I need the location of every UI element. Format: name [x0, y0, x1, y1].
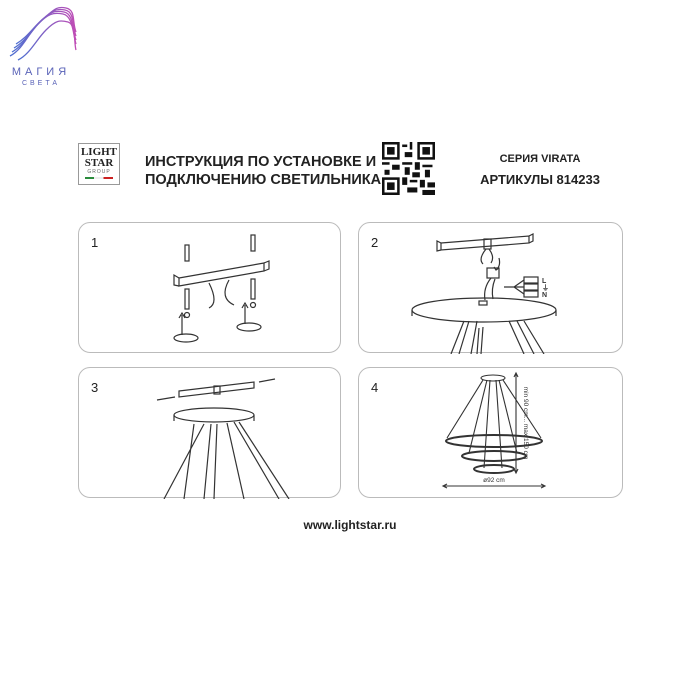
- title-line1: ИНСТРУКЦИЯ ПО УСТАНОВКЕ И: [145, 154, 377, 170]
- logo-line2: STAR: [84, 157, 114, 169]
- ceiling-mounting-illustration: [173, 234, 270, 343]
- brand-subtitle: СВЕТА: [21, 80, 61, 87]
- step-number: 3: [91, 380, 99, 395]
- title-line2: ПОДКЛЮЧЕНИЮ СВЕТИЛЬНИКА: [145, 172, 382, 188]
- step-2-panel: 2 L ⏚ N: [358, 222, 623, 354]
- step-number: 1: [91, 235, 99, 250]
- terminal-label-ground: ⏚: [542, 284, 549, 292]
- wiring-illustration: L ⏚ N: [411, 233, 557, 354]
- step-number: 4: [371, 380, 379, 395]
- logo-line1: LIGHT: [80, 146, 118, 158]
- fixture-mounting-illustration: [156, 378, 290, 499]
- lightstar-logo: LIGHT STAR GROUP: [78, 143, 120, 185]
- height-range-label: min 90 cm... max 150 cm: [522, 387, 529, 460]
- terminal-label-live: L: [542, 278, 547, 285]
- page-title: ИНСТРУКЦИЯ ПО УСТАНОВКЕ И ПОДКЛЮЧЕНИЮ СВ…: [145, 153, 381, 189]
- dimensions-illustration: min 90 cm... max 150 cm ø92 cm: [441, 371, 547, 489]
- article-number: АРТИКУЛЫ 814233: [480, 172, 600, 187]
- step-3-panel: 3: [78, 367, 341, 499]
- step-1-panel: 1: [78, 222, 341, 353]
- qr-code-icon[interactable]: [382, 142, 435, 195]
- magia-sveta-logo-icon: [9, 6, 77, 61]
- step-4-panel: 4 min 90 cm... max 150 cm ø92 cm: [358, 367, 623, 498]
- terminal-label-neutral: N: [542, 292, 547, 299]
- italian-flag-icon: [85, 177, 113, 179]
- brand-name: МАГИЯ: [11, 66, 71, 78]
- diameter-label: ø92 cm: [483, 477, 505, 484]
- step-number: 2: [371, 235, 379, 250]
- series-label: СЕРИЯ VIRATA: [499, 153, 581, 165]
- website-link[interactable]: www.lightstar.ru: [303, 518, 397, 532]
- logo-line3: GROUP: [87, 169, 111, 175]
